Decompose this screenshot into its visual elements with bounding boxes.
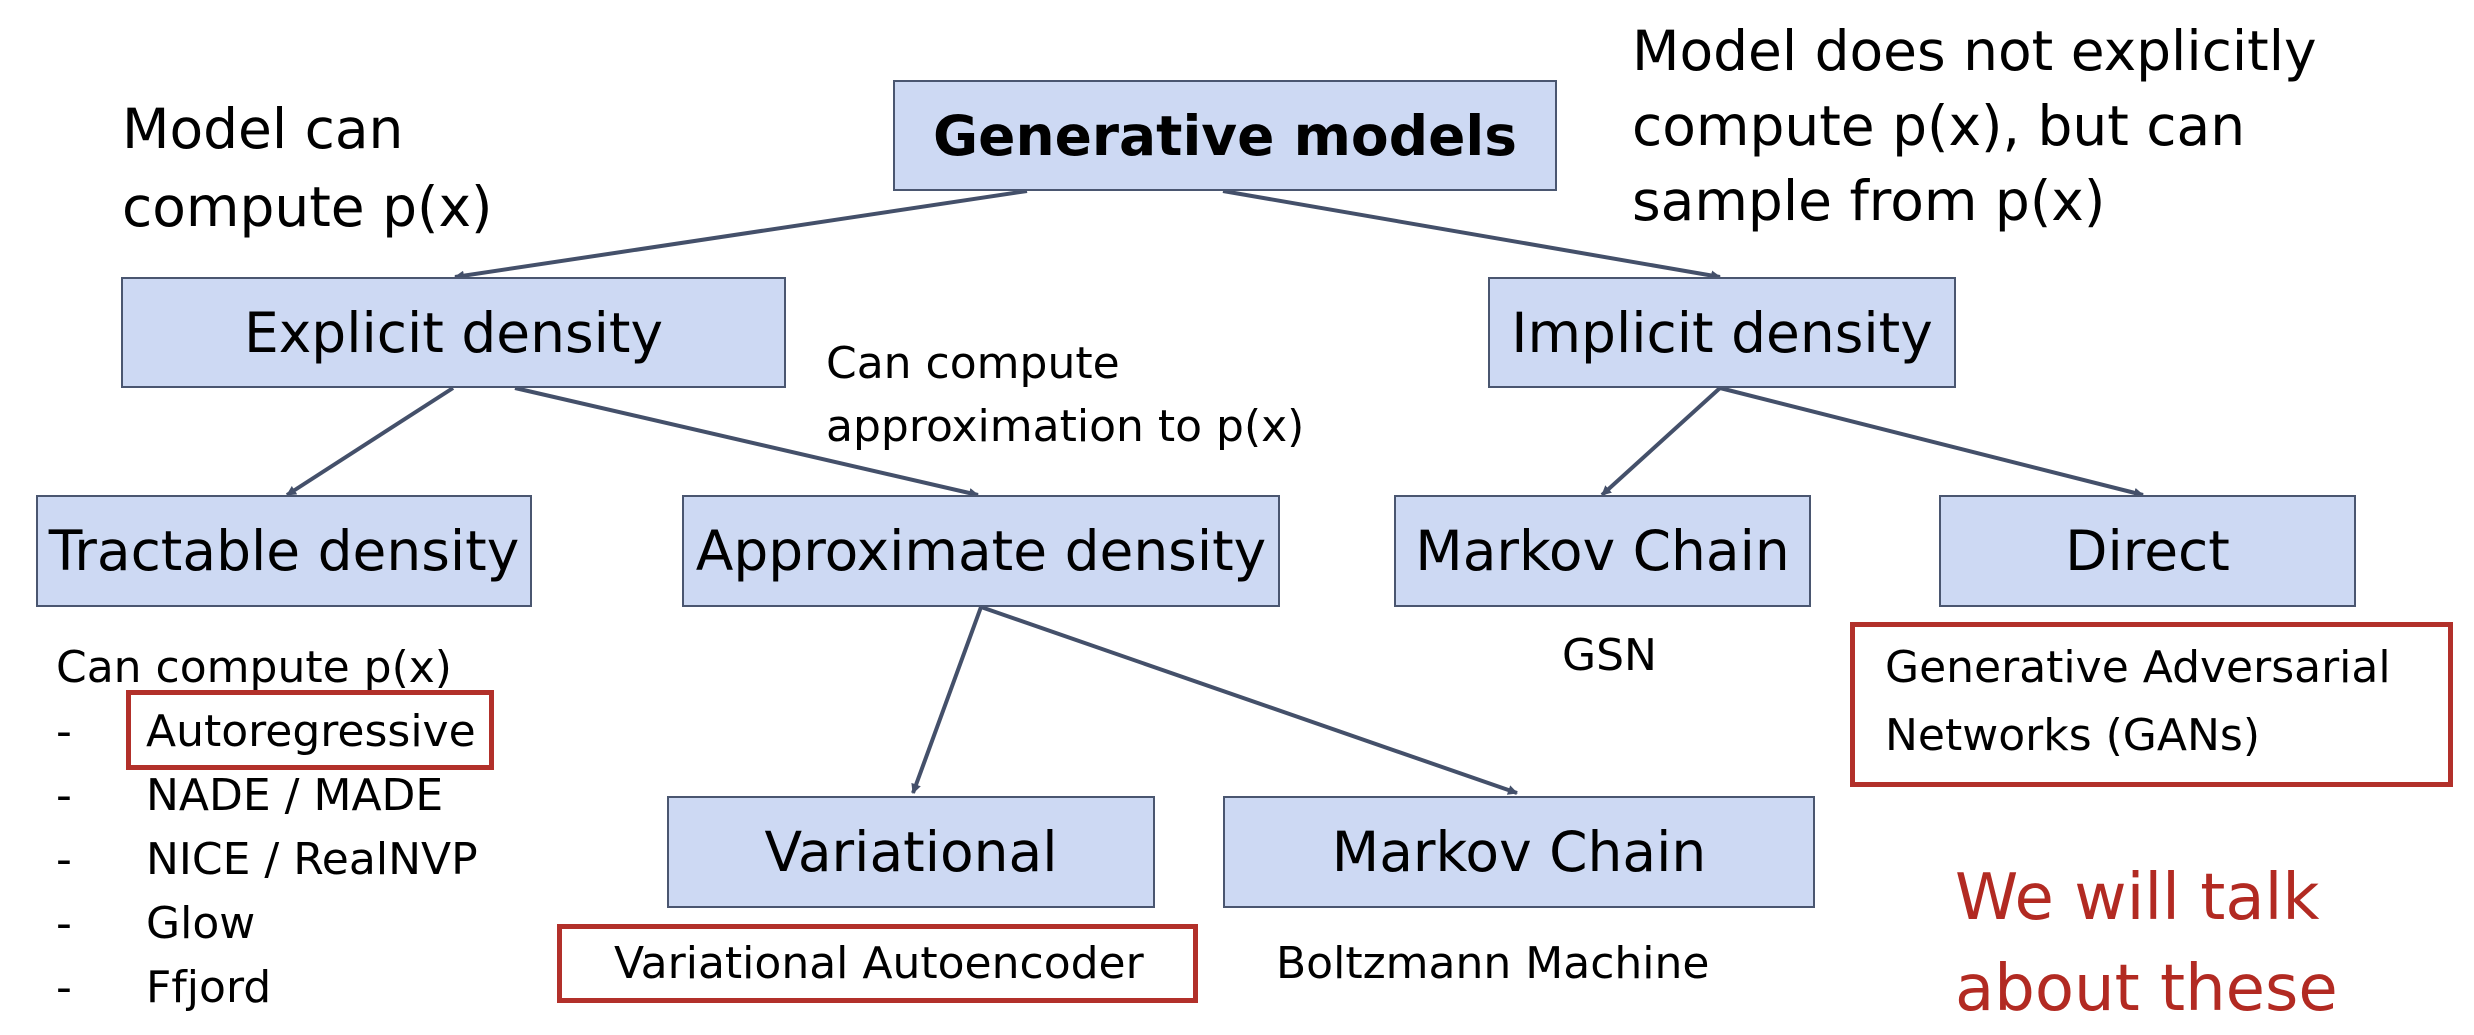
tractable-note: Can compute p(x): [56, 642, 452, 693]
talk-note-line2: about these: [1955, 952, 2338, 1026]
edge-implicit-markov: [1600, 386, 1722, 497]
edge-implicit-direct: [1719, 386, 2144, 498]
highlight-box-vae: [557, 924, 1198, 1003]
highlight-box-gan: [1850, 622, 2453, 787]
list-bullet: -: [56, 834, 72, 885]
boltzmann-label: Boltzmann Machine: [1276, 938, 1710, 989]
node-markov-chain-implicit: Markov Chain: [1394, 495, 1811, 607]
list-bullet: -: [56, 706, 72, 757]
highlight-box-autoregressive: [126, 690, 494, 770]
gsn-label: GSN: [1562, 630, 1657, 681]
list-item-label: NADE / MADE: [146, 770, 444, 821]
list-item-label: Autoregressive: [146, 706, 476, 757]
list-bullet: -: [56, 770, 72, 821]
list-bullet: -: [56, 898, 72, 949]
implicit-note-line1: Model does not explicitly: [1632, 19, 2317, 83]
node-direct: Direct: [1939, 495, 2356, 607]
list-item-label: NICE / RealNVP: [146, 834, 478, 885]
approx-note-line1: Can compute: [826, 338, 1120, 389]
approx-note-line2: approximation to p(x): [826, 401, 1305, 452]
explicit-note-line2: compute p(x): [122, 175, 493, 239]
gan-line1: Generative Adversarial: [1885, 642, 2391, 693]
list-item-label: Ffjord: [146, 962, 272, 1013]
node-tractable-density: Tractable density: [36, 495, 532, 607]
node-implicit-density: Implicit density: [1488, 277, 1956, 388]
list-item-label: Glow: [146, 898, 256, 949]
node-approximate-density: Approximate density: [682, 495, 1280, 607]
node-markov-chain-approx: Markov Chain: [1223, 796, 1815, 908]
vae-label: Variational Autoencoder: [614, 938, 1144, 989]
edge-approximate-variational: [911, 606, 983, 794]
edge-explicit-approximate: [514, 386, 979, 498]
edge-root-explicit: [454, 189, 1028, 281]
node-variational: Variational: [667, 796, 1155, 908]
talk-note-line1: We will talk: [1955, 861, 2320, 935]
edge-approximate-markov: [980, 605, 1518, 795]
list-bullet: -: [56, 962, 72, 1013]
gan-line2: Networks (GANs): [1885, 710, 2260, 761]
node-explicit-density: Explicit density: [121, 277, 786, 388]
edge-explicit-tractable: [285, 386, 455, 497]
explicit-note-line1: Model can: [122, 97, 404, 161]
node-generative-models: Generative models: [893, 80, 1557, 191]
implicit-note-line2: compute p(x), but can: [1632, 94, 2246, 158]
edge-root-implicit: [1222, 189, 1721, 281]
implicit-note-line3: sample from p(x): [1632, 169, 2106, 233]
